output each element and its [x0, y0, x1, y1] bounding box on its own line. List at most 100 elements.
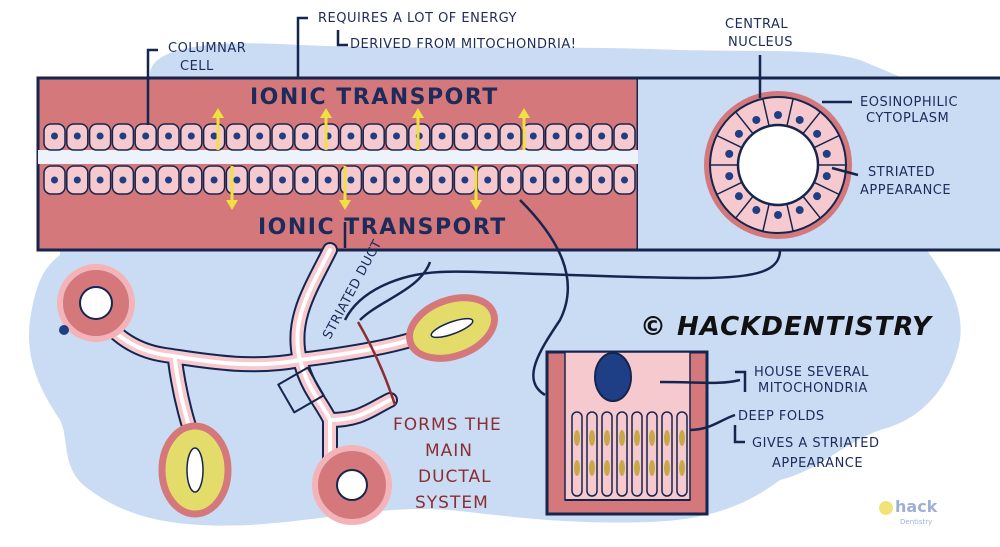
arrow-head	[226, 200, 238, 210]
cell-nucleus	[96, 176, 104, 184]
bracket-house	[735, 370, 747, 392]
cell-nucleus	[370, 132, 378, 140]
striated-cell-zoom	[545, 350, 709, 516]
arrow-head	[212, 108, 224, 118]
myoepithelial-nucleus	[59, 325, 69, 335]
mitochondrion	[649, 430, 655, 446]
label-forms-line2: MAIN	[425, 441, 473, 461]
logo-bulb-icon	[879, 501, 893, 515]
label-ionic-transport-bottom: IONIC TRANSPORT	[258, 215, 507, 240]
cell-nucleus	[256, 132, 264, 140]
label-gives-line1: GIVES A STRIATED	[752, 436, 880, 451]
label-deep-folds: DEEP FOLDS	[738, 409, 825, 424]
cell-nucleus	[774, 111, 782, 119]
cell-nucleus	[165, 132, 172, 140]
leader-lines	[146, 16, 859, 444]
cell-nucleus	[484, 132, 492, 140]
cell-nucleus	[552, 176, 560, 184]
basal-folds	[571, 411, 688, 497]
logo-text: hack	[895, 497, 938, 516]
label-forms-line1: FORMS THE	[393, 415, 502, 435]
cell-nucleus	[795, 115, 804, 124]
leader-mitochondria	[336, 30, 348, 47]
cell-nucleus	[142, 132, 150, 140]
cell-nucleus	[51, 176, 58, 184]
cell-nucleus	[598, 176, 606, 184]
cell-nucleus	[301, 176, 309, 184]
cell-nucleus	[301, 132, 309, 140]
cell-border	[786, 98, 794, 127]
cell-nucleus	[529, 132, 537, 140]
cell-border	[802, 111, 821, 135]
cell-nucleus	[233, 176, 241, 184]
cell-nucleus	[324, 176, 332, 184]
cell-nucleus	[96, 132, 104, 140]
acinus-lumen	[79, 286, 113, 320]
acinus-right	[406, 294, 498, 362]
cell-nucleus	[119, 132, 127, 140]
cell-nucleus	[279, 132, 286, 140]
basal-fold	[661, 411, 673, 497]
cross-section-cells	[710, 98, 846, 232]
cell-border	[735, 195, 754, 219]
cell-nucleus	[552, 132, 560, 140]
mitochondrion	[604, 460, 610, 476]
cell-nucleus	[73, 132, 81, 140]
gland-branch-tree	[87, 242, 458, 478]
cell-nucleus	[73, 176, 81, 184]
mitochondrion	[634, 430, 640, 446]
basal-fold	[586, 411, 598, 497]
mitochondrion	[604, 430, 610, 446]
mitochondrion	[589, 430, 595, 446]
cell-nucleus	[393, 176, 400, 184]
leader-energy	[296, 16, 308, 78]
cell-nucleus	[187, 176, 195, 184]
basal-fold	[631, 411, 643, 497]
branch-lumen	[93, 248, 452, 472]
label-eosinophilic-line1: EOSINOPHILIC	[860, 95, 958, 110]
cell-nucleus	[822, 149, 831, 158]
upper-cell-row	[43, 123, 636, 151]
cell-nucleus	[621, 176, 628, 184]
acinus-lumen	[430, 317, 474, 339]
label-energy-line1: REQUIRES A LOT OF ENERGY	[318, 11, 517, 26]
cell-nucleus	[347, 176, 355, 184]
bracket-gives	[733, 425, 745, 444]
cell-nucleus	[813, 192, 822, 201]
cell-border	[716, 134, 743, 149]
basal-fold	[616, 411, 628, 497]
connector-cross-section	[343, 249, 782, 321]
acinus-lumen	[186, 447, 204, 493]
label-house-line1: HOUSE SEVERAL	[754, 365, 869, 380]
mitochondrion	[619, 460, 625, 476]
cell-nucleus	[484, 176, 492, 184]
cell-nucleus	[438, 176, 446, 184]
arrow-head	[320, 108, 332, 118]
basal-fold	[676, 411, 688, 497]
zoom-nucleus	[594, 352, 632, 402]
cell-nucleus	[621, 132, 628, 140]
connector-to-zoom	[519, 199, 569, 397]
hackdentistry-logo: hack Dentistry	[879, 497, 938, 526]
mitochondrion	[649, 460, 655, 476]
basal-fold	[571, 411, 583, 497]
cell-nucleus	[774, 211, 782, 219]
leader-striated-appearance	[831, 166, 859, 177]
cell-nucleus	[795, 206, 804, 215]
leader-deep-folds	[689, 413, 736, 432]
mitochondrion	[589, 460, 595, 476]
label-striated-line1: STRIATED	[868, 165, 935, 180]
downward-transport-arrows	[226, 166, 482, 210]
label-forms-line3: DUCTAL	[418, 467, 492, 487]
logo-subtext: Dentistry	[900, 518, 932, 526]
cell-border	[735, 111, 754, 135]
cell-nucleus	[507, 176, 514, 184]
cell-nucleus	[575, 176, 583, 184]
cell-nucleus	[529, 176, 537, 184]
cell-nucleus	[734, 192, 743, 201]
cell-nucleus	[734, 129, 743, 138]
acinus-bottom-center	[312, 445, 392, 525]
cross-section-lumen	[736, 123, 820, 207]
cell-nucleus	[813, 129, 822, 138]
